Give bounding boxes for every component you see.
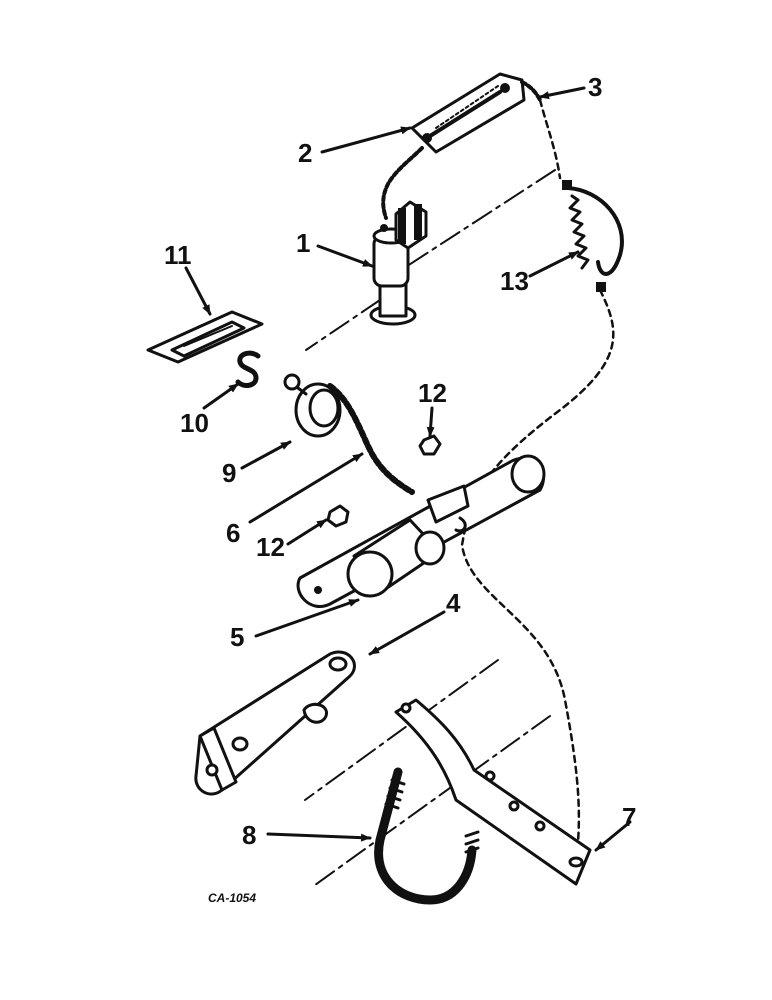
part-2-chain: [381, 146, 424, 220]
callout-1: 1: [296, 228, 310, 258]
callout-12a: 12: [418, 378, 447, 408]
callout-2: 2: [298, 138, 312, 168]
part-5-tube: [296, 454, 546, 608]
part-6-chain: [327, 383, 415, 495]
callout-8: 8: [242, 820, 256, 850]
part-9-pulley: [283, 373, 342, 438]
cable-path: [460, 98, 615, 872]
drawing-code: CA-1054: [208, 891, 256, 905]
callout-5: 5: [230, 622, 244, 652]
callout-4: 4: [446, 588, 461, 618]
part-4-bracket: [194, 650, 356, 796]
callout-11: 11: [164, 240, 192, 270]
callout-9: 9: [222, 458, 236, 488]
callout-13: 13: [500, 266, 529, 296]
alignment-lines: [304, 169, 556, 886]
callouts: 1 2 3 4 5 6 7 8 9 10 11 12 12 13: [164, 72, 636, 850]
part-13-spring: [562, 180, 624, 292]
part-12-nut-bottom: [326, 504, 350, 528]
callout-7: 7: [622, 802, 636, 832]
part-8-u-bolt: [374, 767, 480, 905]
callout-10: 10: [180, 408, 209, 438]
part-11-plate: [146, 310, 264, 364]
part-7-strap: [394, 698, 592, 886]
part-12-nut-top: [418, 434, 442, 456]
part-1-switch: [369, 200, 428, 326]
callout-3: 3: [588, 72, 602, 102]
callout-6: 6: [226, 518, 240, 548]
callout-12b: 12: [256, 532, 285, 562]
part-10-s-hook: [235, 350, 261, 388]
part-2-plate: [410, 72, 526, 154]
leader-lines: [184, 86, 632, 852]
